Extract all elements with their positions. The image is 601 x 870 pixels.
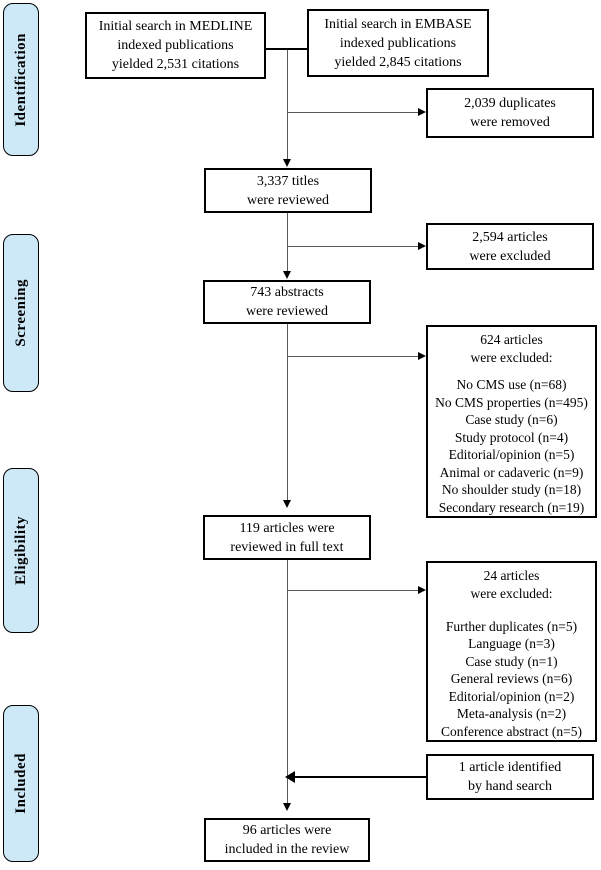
box-line: were reviewed [246, 192, 329, 208]
stage-label-text: Identification [12, 32, 29, 127]
flow-box-hand-search: 1 article identified by hand search [426, 754, 594, 800]
arrowhead-right-abstracts-excluded-icon [418, 352, 426, 360]
arrow-line-to-included [287, 560, 288, 804]
arrowhead-right-fulltext-excluded-icon [418, 586, 426, 594]
exclusion-reason: Conference abstract (n=5) [440, 723, 583, 739]
box-line: 2,039 duplicates [464, 96, 556, 111]
arrow-line-hand-search [294, 776, 426, 778]
flow-box-abstracts-excluded: 624 articles were excluded: No CMS use (… [426, 325, 597, 518]
box-line: were reviewed [245, 304, 328, 319]
box-line: 119 articles were [239, 520, 335, 536]
box-line: indexed publications [117, 38, 234, 53]
box-line: were excluded [469, 248, 551, 264]
exclusion-reason: No CMS use (n=68) [456, 377, 567, 392]
box-line: 743 abstracts [250, 285, 324, 300]
box-line: 24 articles [483, 568, 540, 583]
exclusion-reason: Editorial/opinion (n=2) [448, 688, 575, 704]
arrowhead-right-duplicates-icon [418, 108, 426, 116]
stage-label-text: Screening [12, 279, 29, 347]
flow-box-titles-excluded: 2,594 articles were excluded [426, 223, 594, 270]
box-line: Initial search in MEDLINE [98, 19, 253, 34]
exclusion-reason: Case study (n=1) [465, 653, 558, 669]
box-line: 2,594 articles [472, 229, 548, 245]
connector-medline-embase [265, 48, 307, 50]
arrow-line-to-abstracts [287, 213, 288, 272]
arrow-line-to-fulltext [287, 324, 288, 501]
box-line: 1 article identified [458, 760, 562, 775]
exclusion-reason: Language (n=3) [468, 636, 555, 651]
arrowhead-left-hand-search-icon [285, 771, 295, 783]
arrowhead-down-titles-icon [283, 159, 291, 167]
stage-label-included: Included [3, 705, 39, 862]
flow-box-fulltext-reviewed: 119 articles were reviewed in full text [203, 515, 371, 560]
exclusion-reason: No shoulder study (n=18) [441, 482, 582, 497]
arrow-line-to-duplicates [288, 112, 419, 113]
box-line: yielded 2,531 citations [111, 57, 240, 72]
box-line: 624 articles [480, 332, 543, 347]
box-line: by hand search [468, 779, 552, 794]
box-line: included in the review [224, 842, 350, 857]
flow-box-medline: Initial search in MEDLINE indexed public… [85, 12, 266, 79]
arrow-line-to-titles-excluded [288, 246, 419, 247]
box-line: were excluded: [470, 585, 553, 601]
box-line: 3,337 titles [256, 173, 320, 189]
box-line: were removed [470, 115, 550, 130]
box-line: Initial search in EMBASE [324, 16, 472, 32]
arrowhead-down-fulltext-icon [283, 500, 291, 508]
flow-box-embase: Initial search in EMBASE indexed publica… [307, 9, 489, 77]
stage-label-screening: Screening [3, 234, 39, 392]
flow-box-fulltext-excluded: 24 articles were excluded: Further dupli… [426, 561, 597, 742]
exclusion-reason: General reviews (n=6) [450, 671, 573, 686]
exclusion-reason: No CMS properties (n=495) [435, 394, 588, 410]
arrow-line-to-abstracts-excluded [288, 356, 419, 357]
exclusion-reason: Editorial/opinion (n=5) [448, 447, 575, 462]
exclusion-reason: Further duplicates (n=5) [445, 618, 578, 634]
arrow-line-to-titles [287, 50, 288, 160]
stage-label-identification: Identification [3, 3, 39, 156]
box-line: indexed publications [339, 35, 457, 51]
box-line: 96 articles were [242, 823, 332, 838]
exclusion-reason: Meta-analysis (n=2) [456, 706, 567, 721]
exclusion-reason: Secondary research (n=19) [438, 499, 585, 515]
exclusion-reason: Study protocol (n=4) [454, 429, 569, 445]
flow-box-duplicates-removed: 2,039 duplicates were removed [426, 88, 594, 138]
flow-box-titles-reviewed: 3,337 titles were reviewed [204, 168, 372, 213]
flow-box-included-review: 96 articles were included in the review [204, 818, 370, 862]
exclusion-reason: Animal or cadaveric (n=9) [439, 464, 584, 480]
stage-label-text: Eligibility [12, 516, 29, 585]
arrowhead-down-included-icon [283, 803, 291, 811]
box-line: were excluded: [470, 349, 553, 365]
arrowhead-right-titles-excluded-icon [418, 242, 426, 250]
box-line: yielded 2,845 citations [334, 54, 462, 70]
box-line: reviewed in full text [230, 539, 344, 555]
flow-box-abstracts-reviewed: 743 abstracts were reviewed [203, 280, 371, 324]
arrowhead-down-abstracts-icon [283, 271, 291, 279]
stage-label-eligibility: Eligibility [3, 468, 39, 633]
exclusion-reason: Case study (n=6) [465, 412, 558, 427]
arrow-line-to-fulltext-excluded [288, 590, 419, 591]
stage-label-text: Included [12, 753, 29, 814]
